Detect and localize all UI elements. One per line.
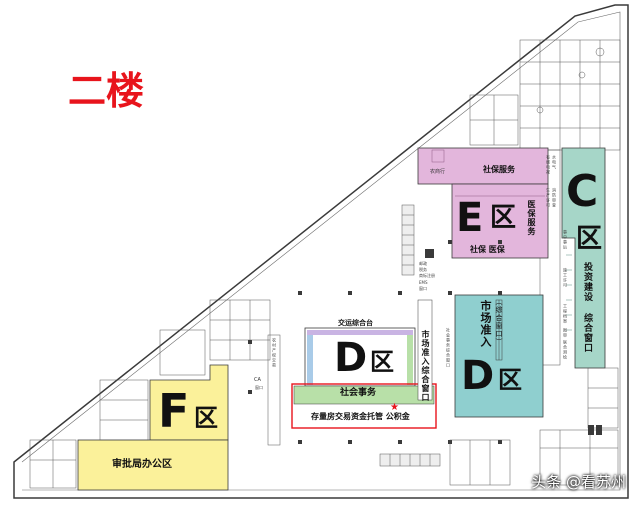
zone-c-counters (566, 254, 572, 331)
zone-f-area-char: 区 (194, 404, 218, 432)
zone-e-area-char: 区 (490, 203, 517, 233)
zone-c-letter: C (566, 166, 599, 217)
zone-c-area-char: 区 (576, 224, 603, 254)
zone-d-social-side-label-small: 社会事务综合窗口 (446, 328, 451, 368)
central-columns (248, 240, 502, 444)
right-top-label-4: 消防审查 (552, 188, 557, 208)
zone-d-social-label: 社会事务 (340, 388, 377, 398)
right-top-label-1: 水电气 (552, 155, 557, 170)
bank-label: 农商行 (430, 169, 446, 175)
ems-label-4: EMS (419, 280, 428, 285)
highlight-label: 存量房交易资金托管 公积金 (311, 412, 410, 421)
ems-label-5: 窗口 (419, 286, 427, 291)
zone-d-social-strip-purple (307, 330, 413, 335)
floor-title: 二楼 (68, 69, 145, 113)
lower-right-rooms (449, 429, 619, 486)
left-wing-rooms (29, 299, 281, 489)
zone-e-fill (451, 183, 549, 259)
zone-d-social-strip-green (407, 335, 413, 385)
zone-e-top-band (417, 147, 549, 185)
zone-e-letter: E (456, 195, 484, 241)
zone-d-market-label: 市场准入 (479, 300, 492, 348)
right-col-label-1: 事中事后 (563, 230, 568, 250)
zone-f-label: 审批局办公区 (112, 459, 172, 470)
ems-label-3: 商标注册 (419, 273, 435, 278)
zone-d-market-letter: D (461, 353, 495, 399)
ca-sub-label: 窗口 (255, 385, 263, 390)
zone-d-market-area-char: 区 (498, 366, 522, 394)
zone-d-social-strip-blue (307, 335, 313, 385)
zone-e-bottom-label: 社保 医保 (470, 245, 505, 254)
zone-d-social-letter: D (334, 335, 368, 381)
zone-e-top-label: 社保服务 (483, 165, 515, 174)
right-col-label-2: 施工许可 (563, 268, 568, 288)
watermark: 头条 @看苏州 (531, 473, 626, 491)
zone-d-social-top-label: 交运综合台 (338, 319, 373, 327)
zone-c-label: 投资建设 综合窗口 (582, 262, 592, 353)
market-window-counter (417, 299, 433, 401)
rural-property-label: 农村产权交易 (272, 338, 277, 368)
highlight-box (291, 383, 437, 429)
elevator-icon (588, 425, 602, 435)
zone-e-side-label: 医保服务 (527, 200, 536, 236)
right-top-label-2: 有线电视 (546, 155, 551, 175)
zone-c-fill (561, 147, 606, 369)
zone-e-details (431, 149, 545, 197)
location-star-icon: ★ (390, 402, 399, 413)
zone-d-market-sub-label: （综合窗口） (495, 298, 503, 346)
right-top-label-3: 生产许可 (546, 188, 551, 208)
zone-d-social-side-label: 市场准入综合窗口 (421, 330, 430, 402)
zone-d-social-area-char: 区 (370, 348, 394, 376)
right-col-label-4: 图审 (563, 328, 568, 338)
right-col-label-3: 工程档案 (563, 304, 568, 324)
ca-label: CA (254, 377, 261, 383)
escalator-lower (379, 453, 441, 467)
building-inner-outline (21, 11, 621, 491)
zone-d-social-band (293, 385, 435, 405)
ems-label-1: 邮政 (419, 261, 427, 266)
escalator-upper (401, 204, 415, 276)
toilet-icon (425, 249, 434, 258)
zone-f-letter: F (158, 384, 190, 438)
ems-label-2: 税务 (419, 267, 427, 272)
zone-d-social-outer (304, 327, 416, 387)
zone-f-lower (77, 439, 229, 491)
right-col-label-5: 联合测绘 (563, 340, 568, 360)
